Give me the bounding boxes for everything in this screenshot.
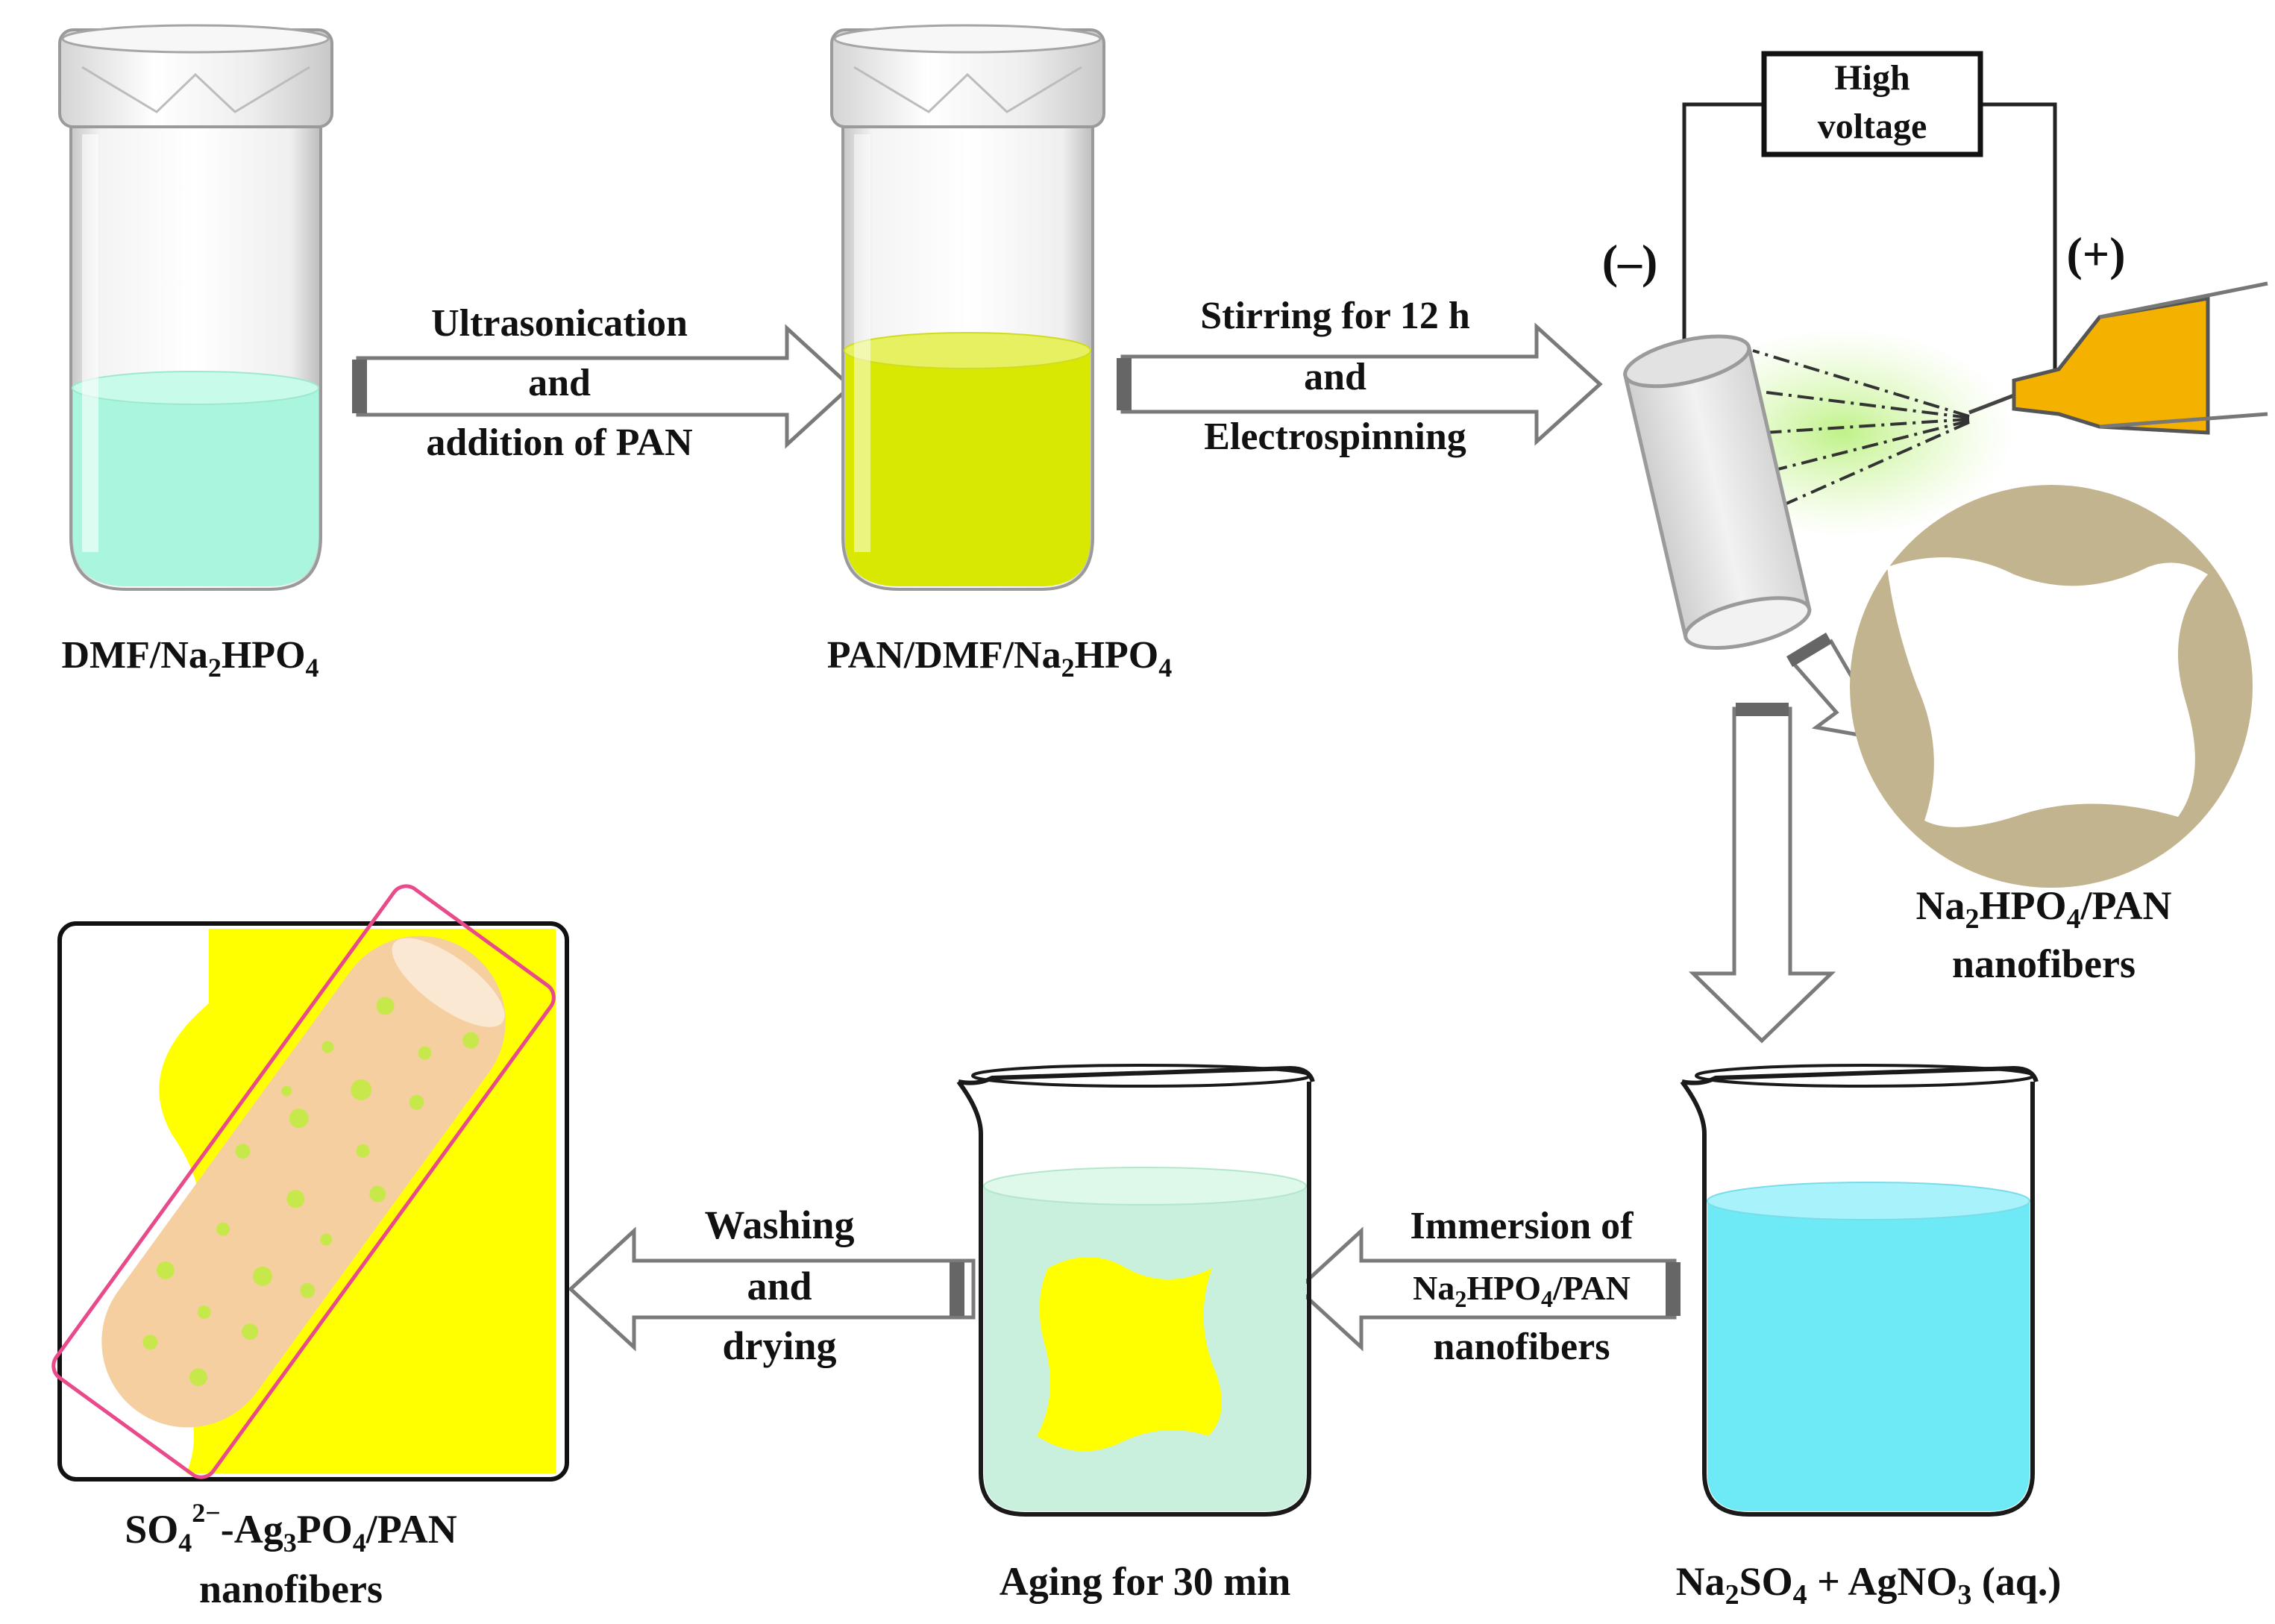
solution-cyan-green	[73, 388, 318, 586]
arrow-down	[1688, 703, 1836, 1044]
label-fiber-line1: Na2HPO4/PAN	[1916, 883, 2172, 935]
vial-pan-dmf-na2hpo4	[830, 24, 1105, 591]
label-product-line2: nanofibers	[199, 1567, 383, 1611]
label-vial1: DMF/Na2HPO4	[61, 634, 318, 683]
solution-blue	[1707, 1201, 2030, 1511]
vial-dmf-na2hpo4	[58, 24, 333, 591]
wire-positive	[1980, 102, 2057, 388]
arrow-immersion	[1295, 1226, 1681, 1352]
beaker-na2so4-agno3	[1680, 1064, 2039, 1517]
solution-yellow	[845, 351, 1091, 586]
fiber-mat-zoom	[1850, 485, 2253, 888]
immersion-line2: Na2HPO4/PAN	[1413, 1269, 1631, 1312]
positive-electrode-label: (+)	[2066, 228, 2125, 280]
negative-electrode-label: (–)	[1602, 235, 1658, 288]
wash-line3: drying	[722, 1323, 836, 1368]
product-fiber	[101, 935, 506, 1428]
product-box	[51, 884, 569, 1482]
wire-negative	[1682, 102, 1764, 351]
beaker-aging	[956, 1064, 1315, 1517]
collector-drum	[1622, 334, 1812, 650]
label-fiber-line2: nanofibers	[1952, 941, 2136, 986]
label-product-line1: SO42−-Ag3PO4/PAN	[125, 1498, 457, 1558]
ag3po4-particles	[142, 997, 480, 1387]
arrow1-line2: and	[528, 362, 591, 404]
label-beaker-mid: Aging for 30 min	[1000, 1559, 1291, 1604]
immersion-line3: nanofibers	[1434, 1326, 1610, 1368]
fiber-mat-sheet	[1887, 557, 2208, 827]
arrow-stirring-electrospinning	[1117, 322, 1603, 446]
arrow2-line1: Stirring for 12 h	[1200, 295, 1470, 337]
high-voltage-line2: voltage	[1818, 107, 1927, 146]
arrow-washing-drying	[568, 1226, 976, 1352]
wash-line2: and	[747, 1264, 812, 1308]
arrow-ultrasonication	[352, 324, 853, 449]
wash-line1: Washing	[704, 1203, 854, 1247]
arrow2-line2: and	[1304, 356, 1366, 398]
syringe-nozzle	[1968, 281, 2268, 435]
high-voltage-line1: High	[1834, 58, 1910, 98]
label-vial2: PAN/DMF/Na2HPO4	[827, 634, 1173, 683]
arrow1-line3: addition of PAN	[426, 421, 692, 464]
highlight-frame	[51, 884, 556, 1479]
immersed-fiber-mat	[1037, 1257, 1222, 1452]
electrospinning-setup	[1622, 51, 2268, 650]
label-beaker-right: Na2SO4 + AgNO3 (aq.)	[1676, 1559, 2062, 1611]
arrow2-line3: Electrospinning	[1204, 416, 1466, 458]
arrow1-line1: Ultrasonication	[431, 302, 688, 345]
high-voltage-box	[1761, 51, 1983, 157]
spray-jets	[1752, 349, 1970, 520]
immersion-line1: Immersion of	[1410, 1205, 1634, 1247]
